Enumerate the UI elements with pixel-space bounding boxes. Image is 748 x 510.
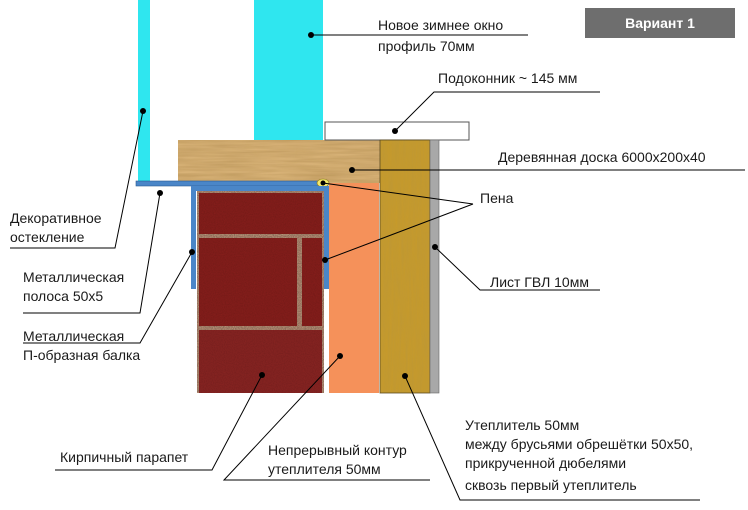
label-strip-line2: полоса 50х5 <box>23 288 103 304</box>
metal-u-beam <box>191 186 329 289</box>
labels: Новое зимнее окно профиль 70мм Подоконни… <box>10 17 706 493</box>
label-insulation-line2: между брусьями обрешётки 50х50, <box>465 436 693 452</box>
leader-lines <box>10 32 745 501</box>
label-beam-line1: Металлическая <box>23 328 124 344</box>
window-profile-pane <box>254 0 323 142</box>
brick-parapet <box>197 191 324 393</box>
variant-badge-bg <box>585 8 735 38</box>
leader-beam <box>23 251 193 344</box>
leader-sill <box>394 91 600 132</box>
label-window-line1: Новое зимнее окно <box>378 17 503 33</box>
variant-badge: Вариант 1 <box>585 8 735 38</box>
label-window-line2: профиль 70мм <box>378 38 475 54</box>
label-foam: Пена <box>480 190 514 206</box>
metal-strip <box>135 180 329 187</box>
leader-contour <box>222 355 430 481</box>
leader-glazing <box>10 110 144 249</box>
decorative-glass-pane <box>138 0 150 182</box>
leader-insulation <box>404 375 700 501</box>
label-contour-line1: Непрерывный контур <box>268 442 407 458</box>
leader-foam-1 <box>322 182 474 205</box>
leader-gvl <box>434 246 600 291</box>
leader-strip <box>23 192 161 314</box>
label-glazing-line1: Декоративное <box>10 210 102 226</box>
batten-insulation <box>379 139 431 394</box>
label-insulation-line1: Утеплитель 50мм <box>465 417 579 433</box>
label-gvl: Лист ГВЛ 10мм <box>490 274 589 290</box>
leader-foam-2 <box>324 203 474 261</box>
label-insulation-line4: сквозь первый утеплитель <box>465 477 637 493</box>
continuous-insulation <box>329 183 379 393</box>
label-board: Деревянная доска 6000х200х40 <box>498 149 706 165</box>
label-strip-line1: Металлическая <box>23 269 124 285</box>
wooden-board <box>178 140 381 183</box>
gvl-sheet <box>429 139 440 394</box>
label-contour-line2: утеплителя 50мм <box>268 461 381 477</box>
label-sill: Подоконник ~ 145 мм <box>438 70 577 86</box>
label-beam-line2: П-образная балка <box>23 347 140 363</box>
label-parapet: Кирпичный парапет <box>60 449 189 465</box>
variant-badge-label: Вариант 1 <box>625 15 695 31</box>
leader-parapet <box>55 374 263 471</box>
label-glazing-line2: остекление <box>10 229 85 245</box>
label-insulation-line3: прикрученной дюбелями <box>465 455 626 471</box>
